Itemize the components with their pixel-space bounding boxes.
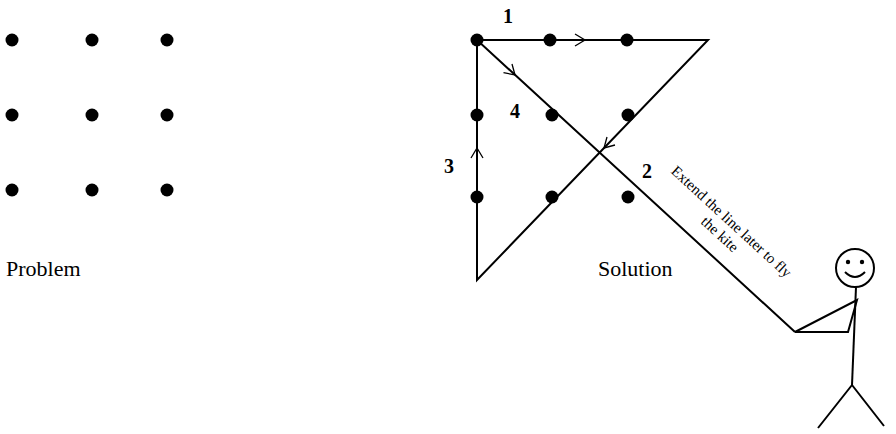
kite-note-text: Extend the line later to fly the kite <box>668 163 795 281</box>
dot <box>86 184 99 197</box>
solution-dots <box>471 34 635 204</box>
dot <box>471 34 484 47</box>
panel-caption: Solution <box>598 258 673 280</box>
four-lines <box>477 40 795 332</box>
arrow-chevron <box>471 148 483 158</box>
stick-figure <box>795 249 884 428</box>
dot <box>471 109 484 122</box>
dot <box>544 34 557 47</box>
callout-number: 1 <box>503 6 513 26</box>
smiley-head <box>836 249 874 287</box>
solution-path <box>477 40 795 332</box>
smiley-eyes <box>846 260 864 264</box>
smile <box>845 272 865 277</box>
arrow-chevron <box>575 34 585 46</box>
dot <box>546 191 559 204</box>
callout-number-text: 2 <box>642 160 652 182</box>
eye <box>860 260 864 264</box>
callout-number-text: 3 <box>444 155 454 177</box>
legs <box>818 385 884 428</box>
panel-caption-text: Solution <box>598 256 673 281</box>
dot <box>161 34 174 47</box>
callout-number: 3 <box>444 156 454 176</box>
panel-caption: Problem <box>6 258 81 280</box>
panel-caption-text: Problem <box>6 256 81 281</box>
callout-number: 2 <box>642 161 652 181</box>
dot <box>6 109 19 122</box>
direction-arrows <box>471 34 615 158</box>
eye <box>846 260 850 264</box>
callout-number-text: 1 <box>503 5 513 27</box>
dot <box>622 109 635 122</box>
kite-triangle <box>795 300 857 332</box>
callout-number: 4 <box>510 101 520 121</box>
problem-dots <box>6 34 174 197</box>
arrow-chevron <box>504 64 516 75</box>
dot <box>161 109 174 122</box>
callout-number-text: 4 <box>510 100 520 122</box>
dot <box>621 34 634 47</box>
dot <box>6 184 19 197</box>
dot <box>546 109 559 122</box>
dot <box>622 191 635 204</box>
dot <box>86 34 99 47</box>
dot <box>471 191 484 204</box>
dot <box>161 184 174 197</box>
dot <box>6 34 19 47</box>
arrow-chevron <box>604 137 615 148</box>
kite-note: Extend the line later to fly the kite <box>653 160 798 297</box>
dot <box>86 109 99 122</box>
body <box>852 287 856 385</box>
